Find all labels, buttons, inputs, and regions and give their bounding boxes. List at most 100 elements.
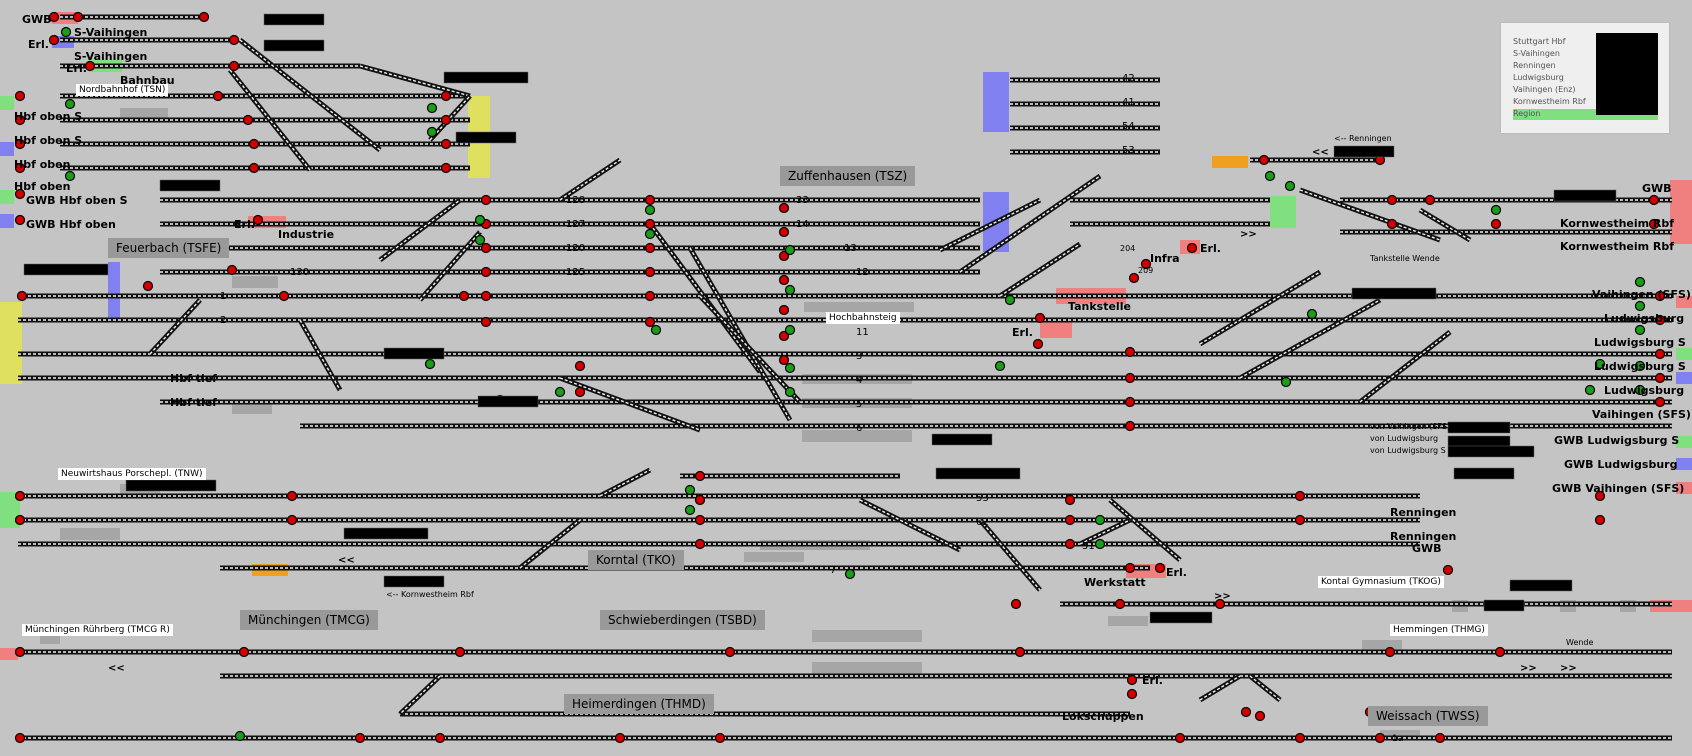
main-signal-icon[interactable]: [778, 354, 790, 366]
main-signal-icon[interactable]: [614, 732, 626, 744]
main-signal-icon[interactable]: [1124, 372, 1136, 384]
main-signal-icon[interactable]: [1648, 194, 1660, 206]
main-signal-icon[interactable]: [454, 646, 466, 658]
main-signal-icon[interactable]: [16, 290, 28, 302]
main-signal-icon[interactable]: [1284, 180, 1296, 192]
main-signal-icon[interactable]: [228, 60, 240, 72]
direction-arrow-icon[interactable]: >>: [1240, 229, 1257, 240]
main-signal-icon[interactable]: [1634, 384, 1646, 396]
main-signal-icon[interactable]: [644, 218, 656, 230]
main-signal-icon[interactable]: [198, 11, 210, 23]
main-signal-icon[interactable]: [64, 98, 76, 110]
main-signal-icon[interactable]: [1584, 384, 1596, 396]
main-signal-icon[interactable]: [48, 34, 60, 46]
main-signal-icon[interactable]: [480, 242, 492, 254]
main-signal-icon[interactable]: [278, 290, 290, 302]
main-signal-icon[interactable]: [778, 202, 790, 214]
main-signal-icon[interactable]: [1386, 218, 1398, 230]
main-signal-icon[interactable]: [286, 514, 298, 526]
main-signal-icon[interactable]: [1594, 514, 1606, 526]
main-signal-icon[interactable]: [440, 138, 452, 150]
main-signal-icon[interactable]: [14, 490, 26, 502]
main-signal-icon[interactable]: [1634, 360, 1646, 372]
main-signal-icon[interactable]: [1124, 420, 1136, 432]
main-signal-icon[interactable]: [1264, 170, 1276, 182]
main-signal-icon[interactable]: [480, 290, 492, 302]
direction-arrow-icon[interactable]: <<: [1312, 147, 1329, 158]
direction-arrow-icon[interactable]: <<: [108, 663, 125, 674]
main-signal-icon[interactable]: [242, 114, 254, 126]
main-signal-icon[interactable]: [14, 188, 26, 200]
main-signal-icon[interactable]: [1294, 732, 1306, 744]
main-signal-icon[interactable]: [1240, 706, 1252, 718]
main-signal-icon[interactable]: [650, 324, 662, 336]
main-signal-icon[interactable]: [714, 732, 726, 744]
main-signal-icon[interactable]: [1154, 562, 1166, 574]
main-signal-icon[interactable]: [784, 324, 796, 336]
main-signal-icon[interactable]: [1306, 308, 1318, 320]
main-signal-icon[interactable]: [1386, 194, 1398, 206]
main-signal-icon[interactable]: [1594, 490, 1606, 502]
main-signal-icon[interactable]: [1128, 272, 1140, 284]
main-signal-icon[interactable]: [1648, 218, 1660, 230]
main-signal-icon[interactable]: [1654, 372, 1666, 384]
main-signal-icon[interactable]: [1654, 290, 1666, 302]
main-signal-icon[interactable]: [1294, 490, 1306, 502]
main-signal-icon[interactable]: [14, 732, 26, 744]
main-signal-icon[interactable]: [226, 264, 238, 276]
main-signal-icon[interactable]: [1094, 538, 1106, 550]
main-signal-icon[interactable]: [1004, 294, 1016, 306]
main-signal-icon[interactable]: [1064, 538, 1076, 550]
main-signal-icon[interactable]: [1254, 710, 1266, 722]
main-signal-icon[interactable]: [684, 484, 696, 496]
main-signal-icon[interactable]: [14, 90, 26, 102]
main-signal-icon[interactable]: [84, 60, 96, 72]
main-signal-icon[interactable]: [426, 126, 438, 138]
main-signal-icon[interactable]: [1280, 376, 1292, 388]
main-signal-icon[interactable]: [694, 538, 706, 550]
main-signal-icon[interactable]: [554, 386, 566, 398]
main-signal-icon[interactable]: [1654, 396, 1666, 408]
main-signal-icon[interactable]: [48, 11, 60, 23]
main-signal-icon[interactable]: [784, 244, 796, 256]
main-signal-icon[interactable]: [14, 114, 26, 126]
main-signal-icon[interactable]: [1384, 646, 1396, 658]
main-signal-icon[interactable]: [14, 214, 26, 226]
main-signal-icon[interactable]: [1174, 732, 1186, 744]
main-signal-icon[interactable]: [784, 284, 796, 296]
main-signal-icon[interactable]: [480, 194, 492, 206]
main-signal-icon[interactable]: [994, 360, 1006, 372]
main-signal-icon[interactable]: [784, 362, 796, 374]
main-signal-icon[interactable]: [684, 504, 696, 516]
main-signal-icon[interactable]: [440, 162, 452, 174]
main-signal-icon[interactable]: [1634, 300, 1646, 312]
main-signal-icon[interactable]: [1634, 324, 1646, 336]
main-signal-icon[interactable]: [1034, 312, 1046, 324]
main-signal-icon[interactable]: [234, 730, 246, 742]
main-signal-icon[interactable]: [1594, 358, 1606, 370]
main-signal-icon[interactable]: [248, 162, 260, 174]
main-signal-icon[interactable]: [644, 194, 656, 206]
main-signal-icon[interactable]: [1654, 348, 1666, 360]
main-signal-icon[interactable]: [1258, 154, 1270, 166]
main-signal-icon[interactable]: [142, 280, 154, 292]
main-signal-icon[interactable]: [14, 514, 26, 526]
main-signal-icon[interactable]: [1010, 598, 1022, 610]
main-signal-icon[interactable]: [1494, 646, 1506, 658]
main-signal-icon[interactable]: [14, 138, 26, 150]
main-signal-icon[interactable]: [1124, 346, 1136, 358]
main-signal-icon[interactable]: [248, 138, 260, 150]
main-signal-icon[interactable]: [694, 470, 706, 482]
main-signal-icon[interactable]: [426, 102, 438, 114]
main-signal-icon[interactable]: [644, 204, 656, 216]
main-signal-icon[interactable]: [354, 732, 366, 744]
main-signal-icon[interactable]: [1032, 338, 1044, 350]
main-signal-icon[interactable]: [1126, 688, 1138, 700]
direction-arrow-icon[interactable]: >>: [1214, 591, 1231, 602]
main-signal-icon[interactable]: [474, 214, 486, 226]
main-signal-icon[interactable]: [212, 90, 224, 102]
main-signal-icon[interactable]: [778, 330, 790, 342]
main-signal-icon[interactable]: [440, 90, 452, 102]
main-signal-icon[interactable]: [60, 26, 72, 38]
main-signal-icon[interactable]: [778, 304, 790, 316]
